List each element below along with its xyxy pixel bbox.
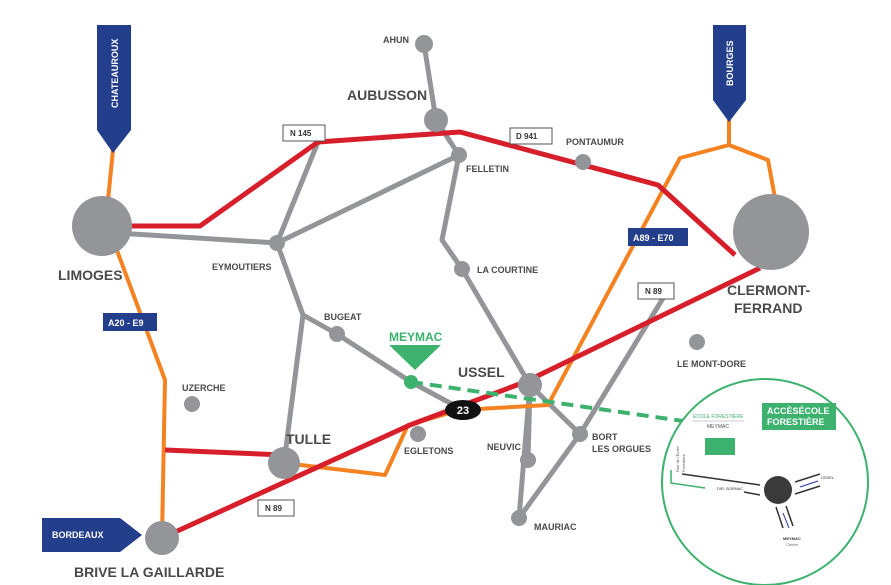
svg-text:AHUN: AHUN: [383, 35, 409, 45]
city-nodes: [72, 35, 809, 555]
svg-text:BOURGES: BOURGES: [725, 40, 735, 86]
city-labels: AHUN AUBUSSON FELLETIN PONTAUMUR LIMOGES…: [58, 35, 811, 580]
svg-text:LA COURTINE: LA COURTINE: [477, 265, 538, 275]
svg-text:PONTAUMUR: PONTAUMUR: [566, 137, 624, 147]
motorways: [106, 120, 777, 539]
svg-text:EYMOUTIERS: EYMOUTIERS: [212, 262, 272, 272]
svg-text:Centre: Centre: [786, 542, 799, 547]
svg-text:FERRAND: FERRAND: [734, 300, 802, 316]
svg-text:MEYMAC: MEYMAC: [783, 536, 801, 541]
road-label-n89-east: N 89: [637, 282, 675, 300]
svg-text:N 89: N 89: [265, 504, 282, 513]
svg-text:BUGEAT: BUGEAT: [324, 312, 362, 322]
svg-text:USSEL: USSEL: [458, 364, 505, 380]
svg-text:DIR. BORNAC: DIR. BORNAC: [717, 486, 743, 491]
road-label-a20: A20 - E9: [103, 313, 157, 331]
school-access-inset: ACCÈSÉCOLE FORESTIÈRE ÉCOLE FORESTIÈRE M…: [661, 378, 869, 585]
svg-text:MEYMAC: MEYMAC: [707, 424, 729, 430]
svg-text:MEYMAC: MEYMAC: [389, 330, 443, 344]
direction-bordeaux: BORDEAUX: [42, 518, 142, 552]
svg-text:USSEL: USSEL: [821, 475, 835, 480]
svg-text:ACCÈSÉCOLE: ACCÈSÉCOLE: [767, 406, 830, 416]
route-to-school: [410, 380, 691, 424]
svg-text:ÉCOLE FORESTIÈRE: ÉCOLE FORESTIÈRE: [693, 413, 744, 420]
svg-text:EGLETONS: EGLETONS: [404, 446, 453, 456]
svg-text:TULLE: TULLE: [286, 431, 331, 447]
road-label-d941: D 941: [509, 127, 553, 145]
road-label-n89-west: N 89: [257, 499, 295, 517]
svg-text:A20 - E9: A20 - E9: [108, 318, 144, 328]
svg-text:UZERCHE: UZERCHE: [182, 383, 226, 393]
roundabout-icon: [764, 476, 792, 504]
road-label-a89: A89 - E70: [628, 228, 688, 246]
arrow-icon: [782, 512, 790, 529]
svg-text:LE MONT-DORE: LE MONT-DORE: [677, 359, 746, 369]
school-building-icon: [705, 438, 735, 455]
svg-text:BORT: BORT: [592, 432, 618, 442]
svg-text:MAURIAC: MAURIAC: [534, 522, 577, 532]
svg-text:FELLETIN: FELLETIN: [466, 164, 509, 174]
svg-text:A89 - E70: A89 - E70: [633, 233, 674, 243]
svg-text:Rue de l'École: Rue de l'École: [675, 446, 680, 472]
exit-number: 23: [457, 405, 469, 417]
secondary-roads: [99, 41, 668, 521]
direction-chateauroux: CHATEAUROUX: [97, 25, 131, 153]
svg-text:N 145: N 145: [290, 129, 312, 138]
inset-title-box: [762, 403, 836, 430]
arrow-icon: [799, 480, 819, 488]
svg-text:LES ORGUES: LES ORGUES: [592, 444, 651, 454]
road-label-n145: N 145: [282, 124, 326, 142]
svg-text:AUBUSSON: AUBUSSON: [347, 87, 427, 103]
svg-text:CLERMONT-: CLERMONT-: [727, 282, 811, 298]
exit-badge: [445, 400, 481, 420]
svg-text:D 941: D 941: [516, 132, 538, 141]
svg-text:NEUVIC: NEUVIC: [487, 442, 522, 452]
direction-bourges: BOURGES: [713, 25, 746, 122]
svg-text:FORESTIÈRE: FORESTIÈRE: [767, 417, 825, 427]
svg-text:BORDEAUX: BORDEAUX: [52, 530, 104, 540]
svg-text:LIMOGES: LIMOGES: [58, 267, 123, 283]
meymac-marker-icon: [389, 345, 441, 370]
meymac-dot: [404, 375, 418, 389]
svg-text:N 89: N 89: [645, 287, 662, 296]
svg-text:CHATEAUROUX: CHATEAUROUX: [110, 39, 120, 108]
svg-text:BRIVE LA GAILLARDE: BRIVE LA GAILLARDE: [74, 564, 224, 580]
svg-text:Forestière: Forestière: [681, 453, 686, 472]
